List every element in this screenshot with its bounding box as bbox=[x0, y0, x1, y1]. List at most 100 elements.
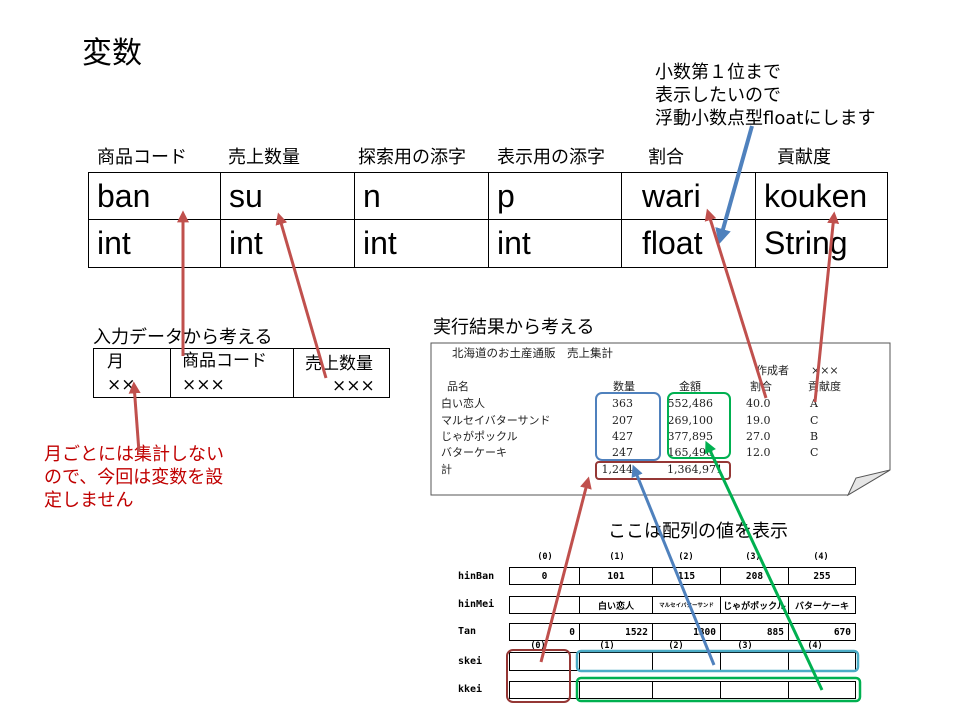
report-row-amount: 269,100 bbox=[667, 414, 714, 427]
variable-type-cell: int bbox=[89, 220, 221, 267]
input-value-product-code: ××× bbox=[182, 375, 225, 395]
report-header-contribution: 貢献度 bbox=[808, 380, 841, 393]
float-note-line: 浮動小数点型floatにします bbox=[655, 108, 876, 129]
variable-header-product-code: 商品コード bbox=[97, 147, 187, 168]
report-row-ratio: 19.0 bbox=[746, 414, 771, 427]
input-header-month: 月 bbox=[107, 352, 124, 372]
array-skei bbox=[509, 652, 856, 671]
variable-type-cell: String bbox=[764, 225, 848, 261]
report-page-fold bbox=[846, 469, 891, 497]
report-total-label: 計 bbox=[441, 463, 452, 476]
result-heading: 実行結果から考える bbox=[433, 317, 595, 338]
array-label-skei: skei bbox=[458, 656, 483, 667]
variable-header-contribution: 貢献度 bbox=[777, 147, 831, 168]
input-value-sales-quantity: ××× bbox=[332, 376, 375, 396]
report-header-amount: 金額 bbox=[679, 380, 701, 393]
array-index-label: (2) bbox=[678, 552, 694, 562]
float-type-note: 小数第１位まで 表示したいので 浮動小数点型floatにします bbox=[655, 61, 875, 130]
array-cell: 0 bbox=[510, 624, 580, 640]
report-row-amount: 165,490 bbox=[667, 446, 714, 459]
array-cell bbox=[580, 682, 653, 698]
array-cell bbox=[510, 597, 580, 613]
report-row-amount: 377,895 bbox=[667, 430, 714, 443]
table-divider bbox=[170, 349, 171, 397]
report-row-amount: 552,486 bbox=[667, 397, 714, 410]
array-cell: じゃがポックル bbox=[721, 597, 789, 613]
array-cell bbox=[789, 682, 855, 698]
array-cell: 208 bbox=[721, 568, 789, 584]
array-index-label: (1) bbox=[609, 552, 625, 562]
array-note: ここは配列の値を表示 bbox=[608, 521, 788, 542]
array-cell bbox=[653, 653, 721, 670]
array-cell: バターケーキ bbox=[794, 601, 849, 612]
input-value-month: ×× bbox=[107, 375, 136, 395]
table-divider bbox=[293, 349, 294, 397]
array-index-label: (0) bbox=[530, 641, 546, 651]
report-row-rank: A bbox=[810, 397, 818, 410]
array-cell: マルセイバターサンド bbox=[653, 597, 721, 613]
report-row-rank: B bbox=[810, 430, 819, 443]
float-note-line: 小数第１位まで bbox=[655, 62, 781, 83]
array-index-label: (1) bbox=[599, 641, 615, 651]
report-header-quantity: 数量 bbox=[613, 380, 635, 393]
month-note-line: 月ごとには集計しない bbox=[44, 444, 224, 465]
input-data-table: 月 商品コード 売上数量 ×× ××× ××× bbox=[93, 348, 390, 398]
variable-table: ban su n p wari kouken int int int int f… bbox=[88, 172, 888, 268]
report-title: 北海道のお土産通販 売上集計 bbox=[452, 346, 613, 360]
variable-type-cell: float bbox=[622, 220, 756, 267]
month-note: 月ごとには集計しない ので、今回は変数を設 定しません bbox=[44, 443, 224, 512]
variable-header-search-index: 探索用の添字 bbox=[358, 147, 466, 168]
report-total-quantity: 1,244 bbox=[601, 463, 634, 476]
variable-header-ratio: 割合 bbox=[648, 147, 684, 168]
array-cell bbox=[653, 682, 721, 698]
report-row-ratio: 12.0 bbox=[746, 446, 771, 459]
slide-title: 変数 bbox=[82, 36, 142, 71]
variable-name-cell: su bbox=[221, 173, 355, 220]
array-label-hinmei: hinMei bbox=[458, 599, 495, 610]
variable-type-cell: int bbox=[489, 220, 622, 267]
array-cell: 1300 bbox=[653, 624, 721, 640]
array-cell bbox=[510, 682, 580, 698]
variable-type-cell: int bbox=[355, 220, 489, 267]
report-row-rank: C bbox=[810, 446, 819, 459]
array-cell bbox=[721, 653, 789, 670]
report-row-quantity: 363 bbox=[612, 397, 633, 410]
array-cell bbox=[580, 653, 653, 670]
array-label-kkei: kkei bbox=[458, 684, 483, 695]
variable-name-cell: ban bbox=[89, 173, 221, 220]
report-row-name: じゃがポックル bbox=[441, 430, 518, 443]
array-index-label: (3) bbox=[745, 552, 761, 562]
month-note-line: 定しません bbox=[44, 490, 134, 511]
array-kkei bbox=[509, 681, 856, 699]
report-header-ratio: 割合 bbox=[750, 380, 772, 393]
variable-name-cell: n bbox=[355, 173, 489, 220]
array-hinmei: 白い恋人 マルセイバターサンド じゃがポックル バターケーキ bbox=[509, 596, 856, 614]
variable-name-cell: kouken bbox=[756, 173, 887, 220]
array-cell bbox=[510, 653, 580, 670]
array-index-label: (4) bbox=[807, 641, 823, 651]
report-total-amount: 1,364,971 bbox=[667, 463, 723, 476]
variable-header-display-index: 表示用の添字 bbox=[497, 147, 605, 168]
array-cell: 0 bbox=[510, 568, 580, 584]
array-index-label: (4) bbox=[813, 552, 829, 562]
array-cell: 1522 bbox=[580, 624, 653, 640]
array-cell: 101 bbox=[580, 568, 653, 584]
array-cell: 885 bbox=[721, 624, 789, 640]
float-note-line: 表示したいので bbox=[655, 85, 781, 106]
array-index-label: (3) bbox=[737, 641, 753, 651]
array-cell: 255 bbox=[813, 570, 831, 582]
array-label-hinban: hinBan bbox=[458, 571, 495, 582]
report-row-quantity: 247 bbox=[612, 446, 633, 459]
array-cell: 白い恋人 bbox=[580, 597, 653, 613]
array-cell: 670 bbox=[833, 626, 851, 638]
array-index-label: (0) bbox=[537, 552, 553, 562]
month-note-line: ので、今回は変数を設 bbox=[44, 467, 224, 488]
report-row-name: バターケーキ bbox=[441, 446, 507, 459]
report-row-quantity: 207 bbox=[612, 414, 633, 427]
report-header-name: 品名 bbox=[447, 380, 469, 393]
array-index-label: (2) bbox=[668, 641, 684, 651]
report-author: 作成者 ××× bbox=[756, 364, 839, 377]
variable-name-cell: wari bbox=[622, 173, 756, 220]
report-row-ratio: 27.0 bbox=[746, 430, 771, 443]
array-cell: 115 bbox=[653, 568, 721, 584]
